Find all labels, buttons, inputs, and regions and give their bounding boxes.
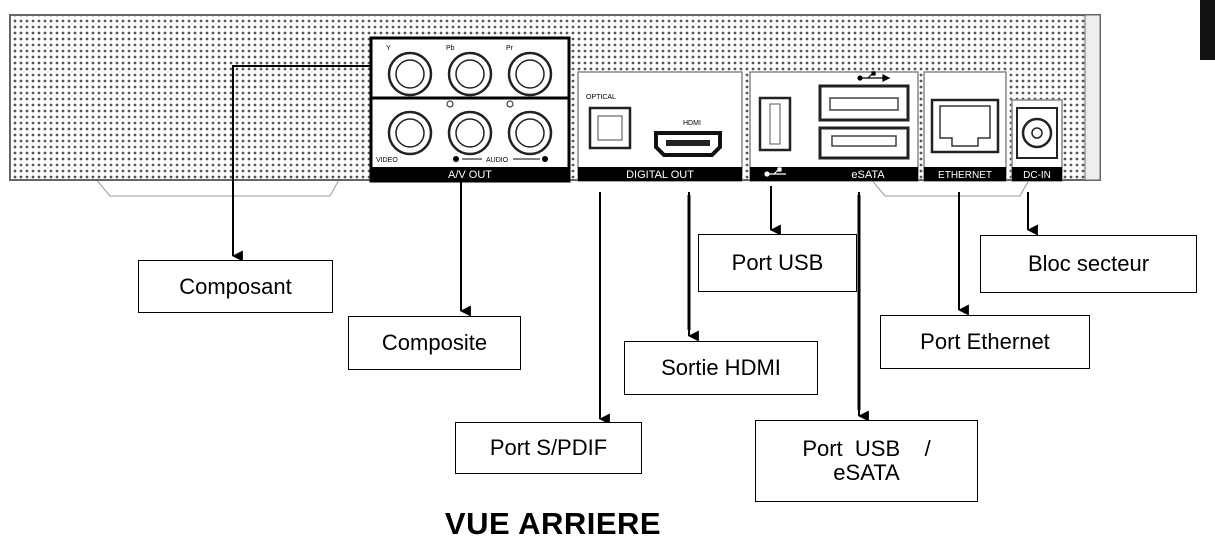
ethernet-label-bar — [924, 167, 1006, 181]
av-out-label: A/V OUT — [448, 169, 492, 181]
label-pr: Pr — [506, 45, 514, 52]
av-out-label-bar — [371, 167, 569, 181]
audio-r-marker — [542, 156, 548, 162]
callout-usb-esata: Port USB / eSATA — [755, 420, 978, 502]
callout-hdmi-out: Sortie HDMI — [624, 341, 818, 395]
usb-esata-label-bar — [750, 167, 918, 181]
callout-power: Bloc secteur — [980, 235, 1197, 293]
ethernet-label: ETHERNET — [938, 170, 992, 181]
usb-label-icon — [764, 167, 786, 177]
corner-tab — [1200, 0, 1215, 60]
callout-usb: Port USB — [698, 234, 857, 292]
arrow-composant — [231, 65, 372, 262]
callout-usb-esata-line2: eSATA — [833, 460, 900, 485]
ethernet-port-inner — [939, 105, 991, 147]
optical-port-inner — [597, 115, 623, 141]
dc-in-label: DC-IN — [1023, 170, 1051, 181]
dc-in-pin — [1031, 127, 1043, 139]
device-right-edge — [1084, 14, 1101, 181]
leader-line-shafts — [687, 195, 861, 410]
callout-usb-esata-line1: Port USB / — [802, 436, 931, 461]
callout-spdif: Port S/PDIF — [455, 422, 642, 474]
digital-out-label-bar — [578, 167, 742, 181]
label-y: Y — [386, 45, 391, 52]
usb-port-vertical-tongue — [769, 103, 781, 145]
audio-l-marker — [453, 156, 459, 162]
esata-port-slot — [831, 135, 897, 147]
label-audio: AUDIO — [486, 157, 509, 164]
composite-jacks — [387, 100, 553, 156]
optical-port — [588, 106, 632, 150]
callout-composite: Composite — [348, 316, 521, 370]
label-hdmi: HDMI — [683, 120, 701, 127]
digital-out-label: DIGITAL OUT — [626, 169, 694, 181]
label-optical: OPTICAL — [586, 94, 616, 101]
label-video: VIDEO — [376, 157, 398, 164]
usb-port-horizontal-tongue — [829, 97, 899, 111]
callout-composant: Composant — [138, 260, 333, 313]
esata-label: eSATA — [851, 169, 885, 181]
label-pb: Pb — [446, 45, 455, 52]
usb-icon — [857, 71, 891, 82]
callout-ethernet: Port Ethernet — [880, 315, 1090, 369]
page-title: VUE ARRIERE — [444, 506, 662, 541]
hdmi-port-slot — [666, 140, 710, 146]
component-jacks — [387, 51, 553, 97]
dc-in-label-bar — [1012, 167, 1062, 181]
